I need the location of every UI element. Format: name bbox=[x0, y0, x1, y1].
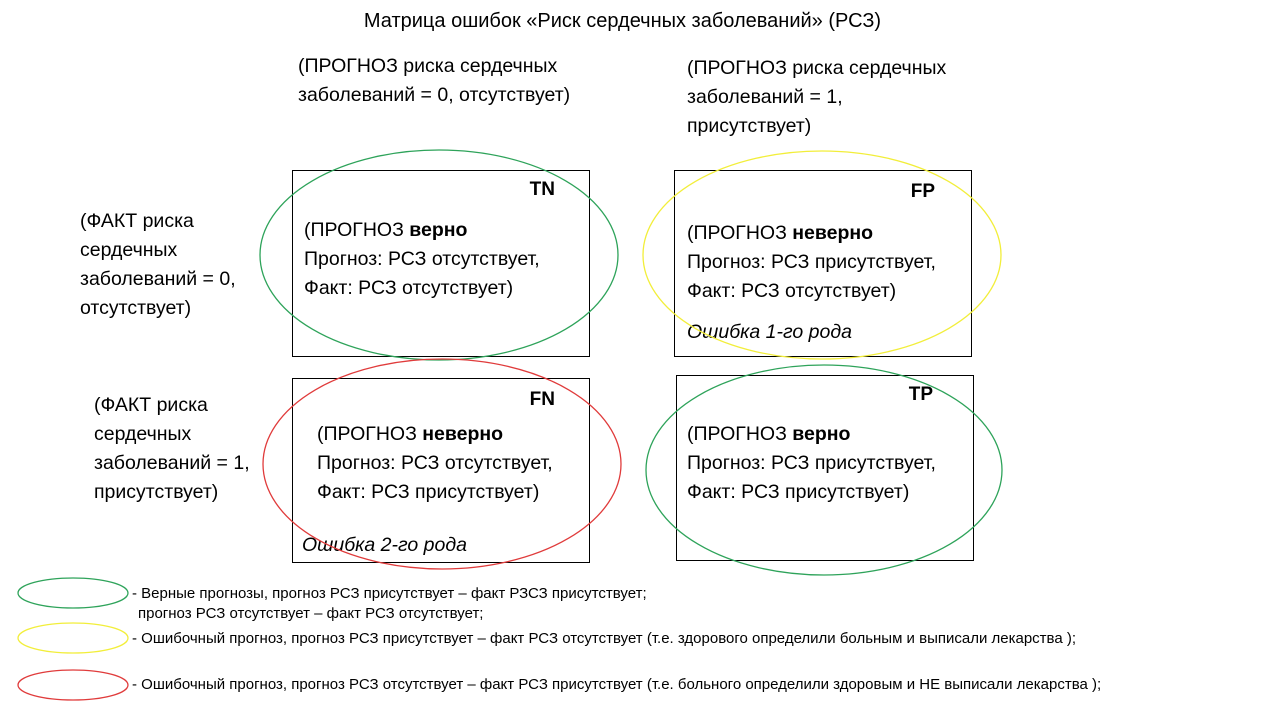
legend-green-oval bbox=[17, 577, 129, 609]
row-header-fact-1: (ФАКТ риска сердечных заболеваний = 1, п… bbox=[94, 391, 250, 507]
cell-code: FN bbox=[529, 389, 555, 410]
cell-text: (ПРОГНОЗ верно Прогноз: РСЗ отсутствует,… bbox=[304, 216, 540, 303]
cell-code: FP bbox=[910, 181, 935, 202]
legend-red-oval bbox=[17, 669, 129, 701]
row-header-line: заболеваний = 0, bbox=[80, 268, 236, 290]
cell-verdict: неверно bbox=[792, 222, 874, 244]
cell-line-1: (ПРОГНОЗ неверно bbox=[687, 219, 936, 248]
cell-tp: TP (ПРОГНОЗ верно Прогноз: РСЗ присутств… bbox=[676, 375, 974, 561]
cell-line-3: Факт: РСЗ присутствует) bbox=[687, 481, 910, 503]
header-line: заболеваний = 1, bbox=[687, 86, 843, 108]
row-header-line: присутствует) bbox=[94, 481, 219, 503]
header-line: (ПРОГНОЗ риска сердечных bbox=[687, 57, 947, 79]
cell-head: (ПРОГНОЗ bbox=[687, 423, 793, 445]
legend-green-text: - Верные прогнозы, прогноз РСЗ присутств… bbox=[132, 584, 647, 624]
header-line: заболеваний = 0, отсутствует) bbox=[298, 84, 571, 106]
cell-text: (ПРОГНОЗ верно Прогноз: РСЗ присутствует… bbox=[687, 420, 936, 507]
legend-red-text: - Ошибочный прогноз, прогноз РСЗ отсутст… bbox=[132, 676, 1102, 693]
cell-head: (ПРОГНОЗ bbox=[304, 219, 410, 241]
cell-line-1: (ПРОГНОЗ верно bbox=[687, 420, 936, 449]
cell-code: TN bbox=[529, 179, 555, 200]
legend-yellow-oval bbox=[17, 622, 129, 654]
row-header-line: отсутствует) bbox=[80, 297, 192, 319]
cell-head: (ПРОГНОЗ bbox=[687, 222, 793, 244]
cell-line-2: Прогноз: РСЗ присутствует, bbox=[687, 452, 936, 474]
header-line: (ПРОГНОЗ риска сердечных bbox=[298, 55, 558, 77]
cell-line-3: Факт: РСЗ отсутствует) bbox=[304, 277, 514, 299]
error-type-label: Ошибка 1-го рода bbox=[687, 321, 852, 343]
cell-line-3: Факт: РСЗ отсутствует) bbox=[687, 280, 897, 302]
cell-line-2: Прогноз: РСЗ отсутствует, bbox=[317, 452, 553, 474]
legend-line: прогноз РСЗ отсутствует – факт РСЗ отсут… bbox=[138, 605, 484, 622]
row-header-line: сердечных bbox=[80, 239, 178, 261]
cell-line-1: (ПРОГНОЗ верно bbox=[304, 216, 540, 245]
column-header-prediction-1: (ПРОГНОЗ риска сердечных заболеваний = 1… bbox=[687, 54, 946, 141]
row-header-line: заболеваний = 1, bbox=[94, 452, 250, 474]
cell-tn: TN (ПРОГНОЗ верно Прогноз: РСЗ отсутству… bbox=[292, 170, 590, 357]
cell-fp: FP (ПРОГНОЗ неверно Прогноз: РСЗ присутс… bbox=[674, 170, 972, 357]
row-header-fact-0: (ФАКТ риска сердечных заболеваний = 0, о… bbox=[80, 207, 236, 323]
legend-line: - Верные прогнозы, прогноз РСЗ присутств… bbox=[132, 585, 647, 602]
row-header-line: (ФАКТ риска bbox=[80, 210, 194, 232]
column-header-prediction-0: (ПРОГНОЗ риска сердечных заболеваний = 0… bbox=[298, 52, 570, 110]
cell-fn: FN (ПРОГНОЗ неверно Прогноз: РСЗ отсутст… bbox=[292, 378, 590, 563]
cell-text: (ПРОГНОЗ неверно Прогноз: РСЗ отсутствуе… bbox=[317, 420, 553, 507]
cell-line-2: Прогноз: РСЗ отсутствует, bbox=[304, 248, 540, 270]
cell-verdict: верно bbox=[409, 219, 468, 241]
cell-text: (ПРОГНОЗ неверно Прогноз: РСЗ присутству… bbox=[687, 219, 936, 306]
cell-line-2: Прогноз: РСЗ присутствует, bbox=[687, 251, 936, 273]
row-header-line: (ФАКТ риска bbox=[94, 394, 208, 416]
cell-code: TP bbox=[908, 384, 933, 405]
legend-yellow-text: - Ошибочный прогноз, прогноз РСЗ присутс… bbox=[132, 630, 1077, 647]
cell-verdict: верно bbox=[792, 423, 851, 445]
row-header-line: сердечных bbox=[94, 423, 192, 445]
cell-line-3: Факт: РСЗ присутствует) bbox=[317, 481, 540, 503]
cell-line-1: (ПРОГНОЗ неверно bbox=[317, 420, 553, 449]
cell-head: (ПРОГНОЗ bbox=[317, 423, 423, 445]
cell-verdict: неверно bbox=[422, 423, 504, 445]
header-line: присутствует) bbox=[687, 115, 812, 137]
diagram-title: Матрица ошибок «Риск сердечных заболеван… bbox=[363, 10, 882, 32]
error-type-label: Ошибка 2-го рода bbox=[302, 534, 467, 556]
